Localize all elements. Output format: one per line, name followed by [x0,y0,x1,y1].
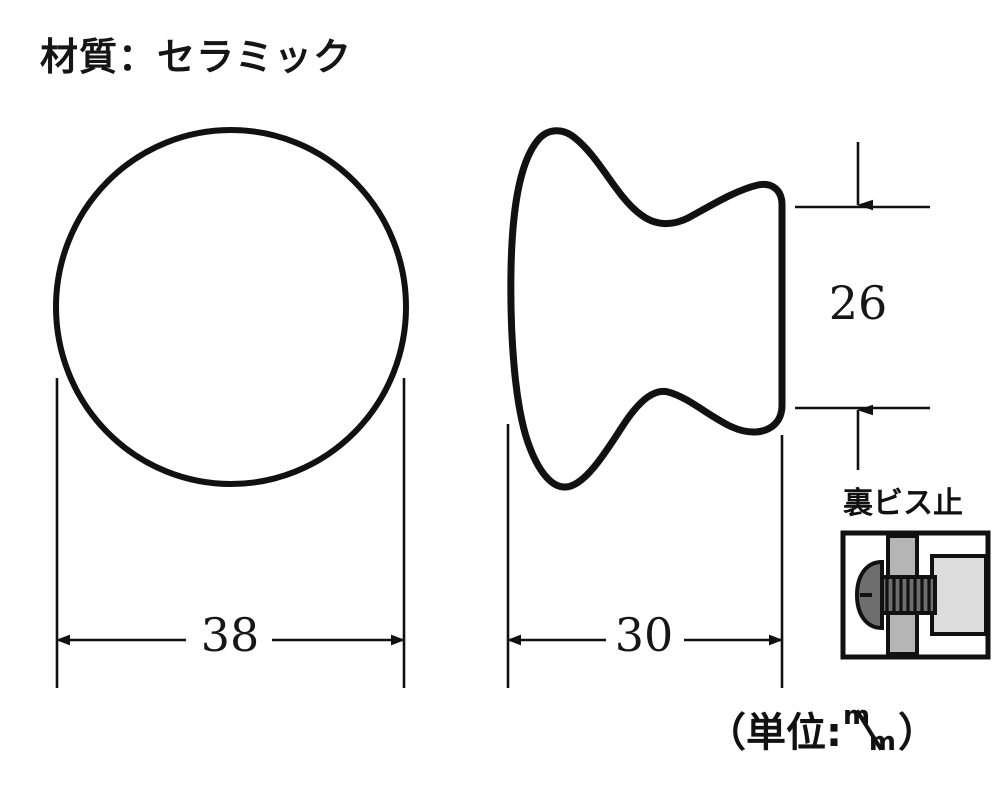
dimension-value-38: 38 [200,608,260,662]
material-title: 材質：セラミック [40,35,353,79]
unit-note-close-paren: ） [898,710,938,756]
dimension-38 [55,378,406,688]
screw-detail-inset [840,530,991,660]
dimension-value-26: 26 [828,276,888,330]
unit-note-open-paren: （ [706,710,746,756]
dimension-30 [506,424,784,688]
dimension-value-30: 30 [614,608,674,662]
screw-detail-caption: 裏ビス止 [843,486,963,521]
unit-denominator: m [868,727,896,757]
unit-note: （単位: m m ） [706,700,938,758]
front-view-circle [53,127,409,487]
screw-threads [885,578,931,612]
knob-body-part [930,554,988,636]
unit-fraction: m m [843,701,897,757]
side-view-profile [507,127,786,491]
unit-note-label: 単位: [746,710,842,756]
dimension-26 [795,142,930,470]
